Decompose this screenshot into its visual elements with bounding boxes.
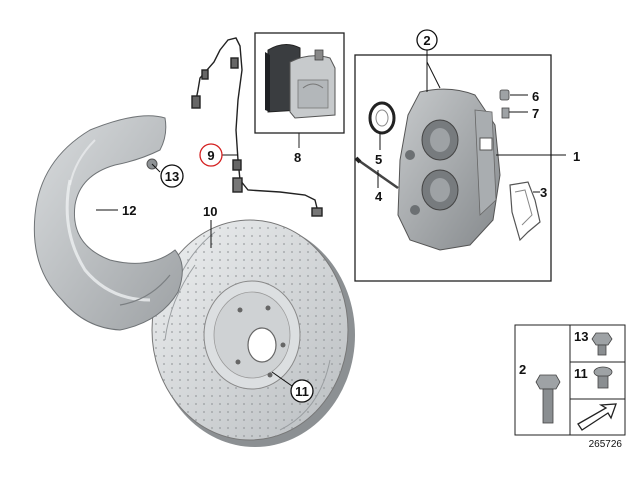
callout-5: 5 bbox=[375, 152, 382, 167]
callout-7: 7 bbox=[532, 106, 539, 121]
legend-label-2: 2 bbox=[519, 362, 526, 377]
callout-1: 1 bbox=[573, 149, 580, 164]
wear-sensor bbox=[191, 37, 323, 217]
caliper-assembly bbox=[354, 54, 552, 282]
svg-text:2: 2 bbox=[423, 33, 430, 48]
bolt-13-icon bbox=[591, 332, 613, 356]
svg-text:9: 9 bbox=[207, 148, 214, 163]
hardware-legend: 13 2 11 bbox=[514, 324, 626, 436]
diagram-number: 265726 bbox=[589, 439, 623, 450]
leader-lines bbox=[96, 50, 566, 387]
bolt-2-icon bbox=[535, 374, 561, 424]
callout-4: 4 bbox=[375, 189, 383, 204]
brake-disc bbox=[151, 219, 355, 447]
brake-shield bbox=[33, 115, 183, 331]
callout-2: 2 bbox=[416, 29, 438, 51]
callout-12: 12 bbox=[122, 203, 136, 218]
callout-11: 11 bbox=[290, 379, 314, 403]
svg-text:13: 13 bbox=[165, 169, 179, 184]
arrow-right-icon bbox=[577, 403, 617, 431]
bolt-11-icon bbox=[593, 366, 613, 389]
callout-3: 3 bbox=[540, 185, 547, 200]
callout-6: 6 bbox=[532, 89, 539, 104]
callout-10: 10 bbox=[203, 204, 217, 219]
brake-pad-set bbox=[254, 32, 345, 148]
callout-9: 9 bbox=[199, 143, 223, 167]
callout-13: 13 bbox=[160, 164, 184, 188]
legend-label-11: 11 bbox=[574, 366, 588, 381]
legend-label-13: 13 bbox=[574, 329, 588, 344]
callout-8: 8 bbox=[294, 150, 301, 165]
svg-text:11: 11 bbox=[295, 384, 309, 399]
